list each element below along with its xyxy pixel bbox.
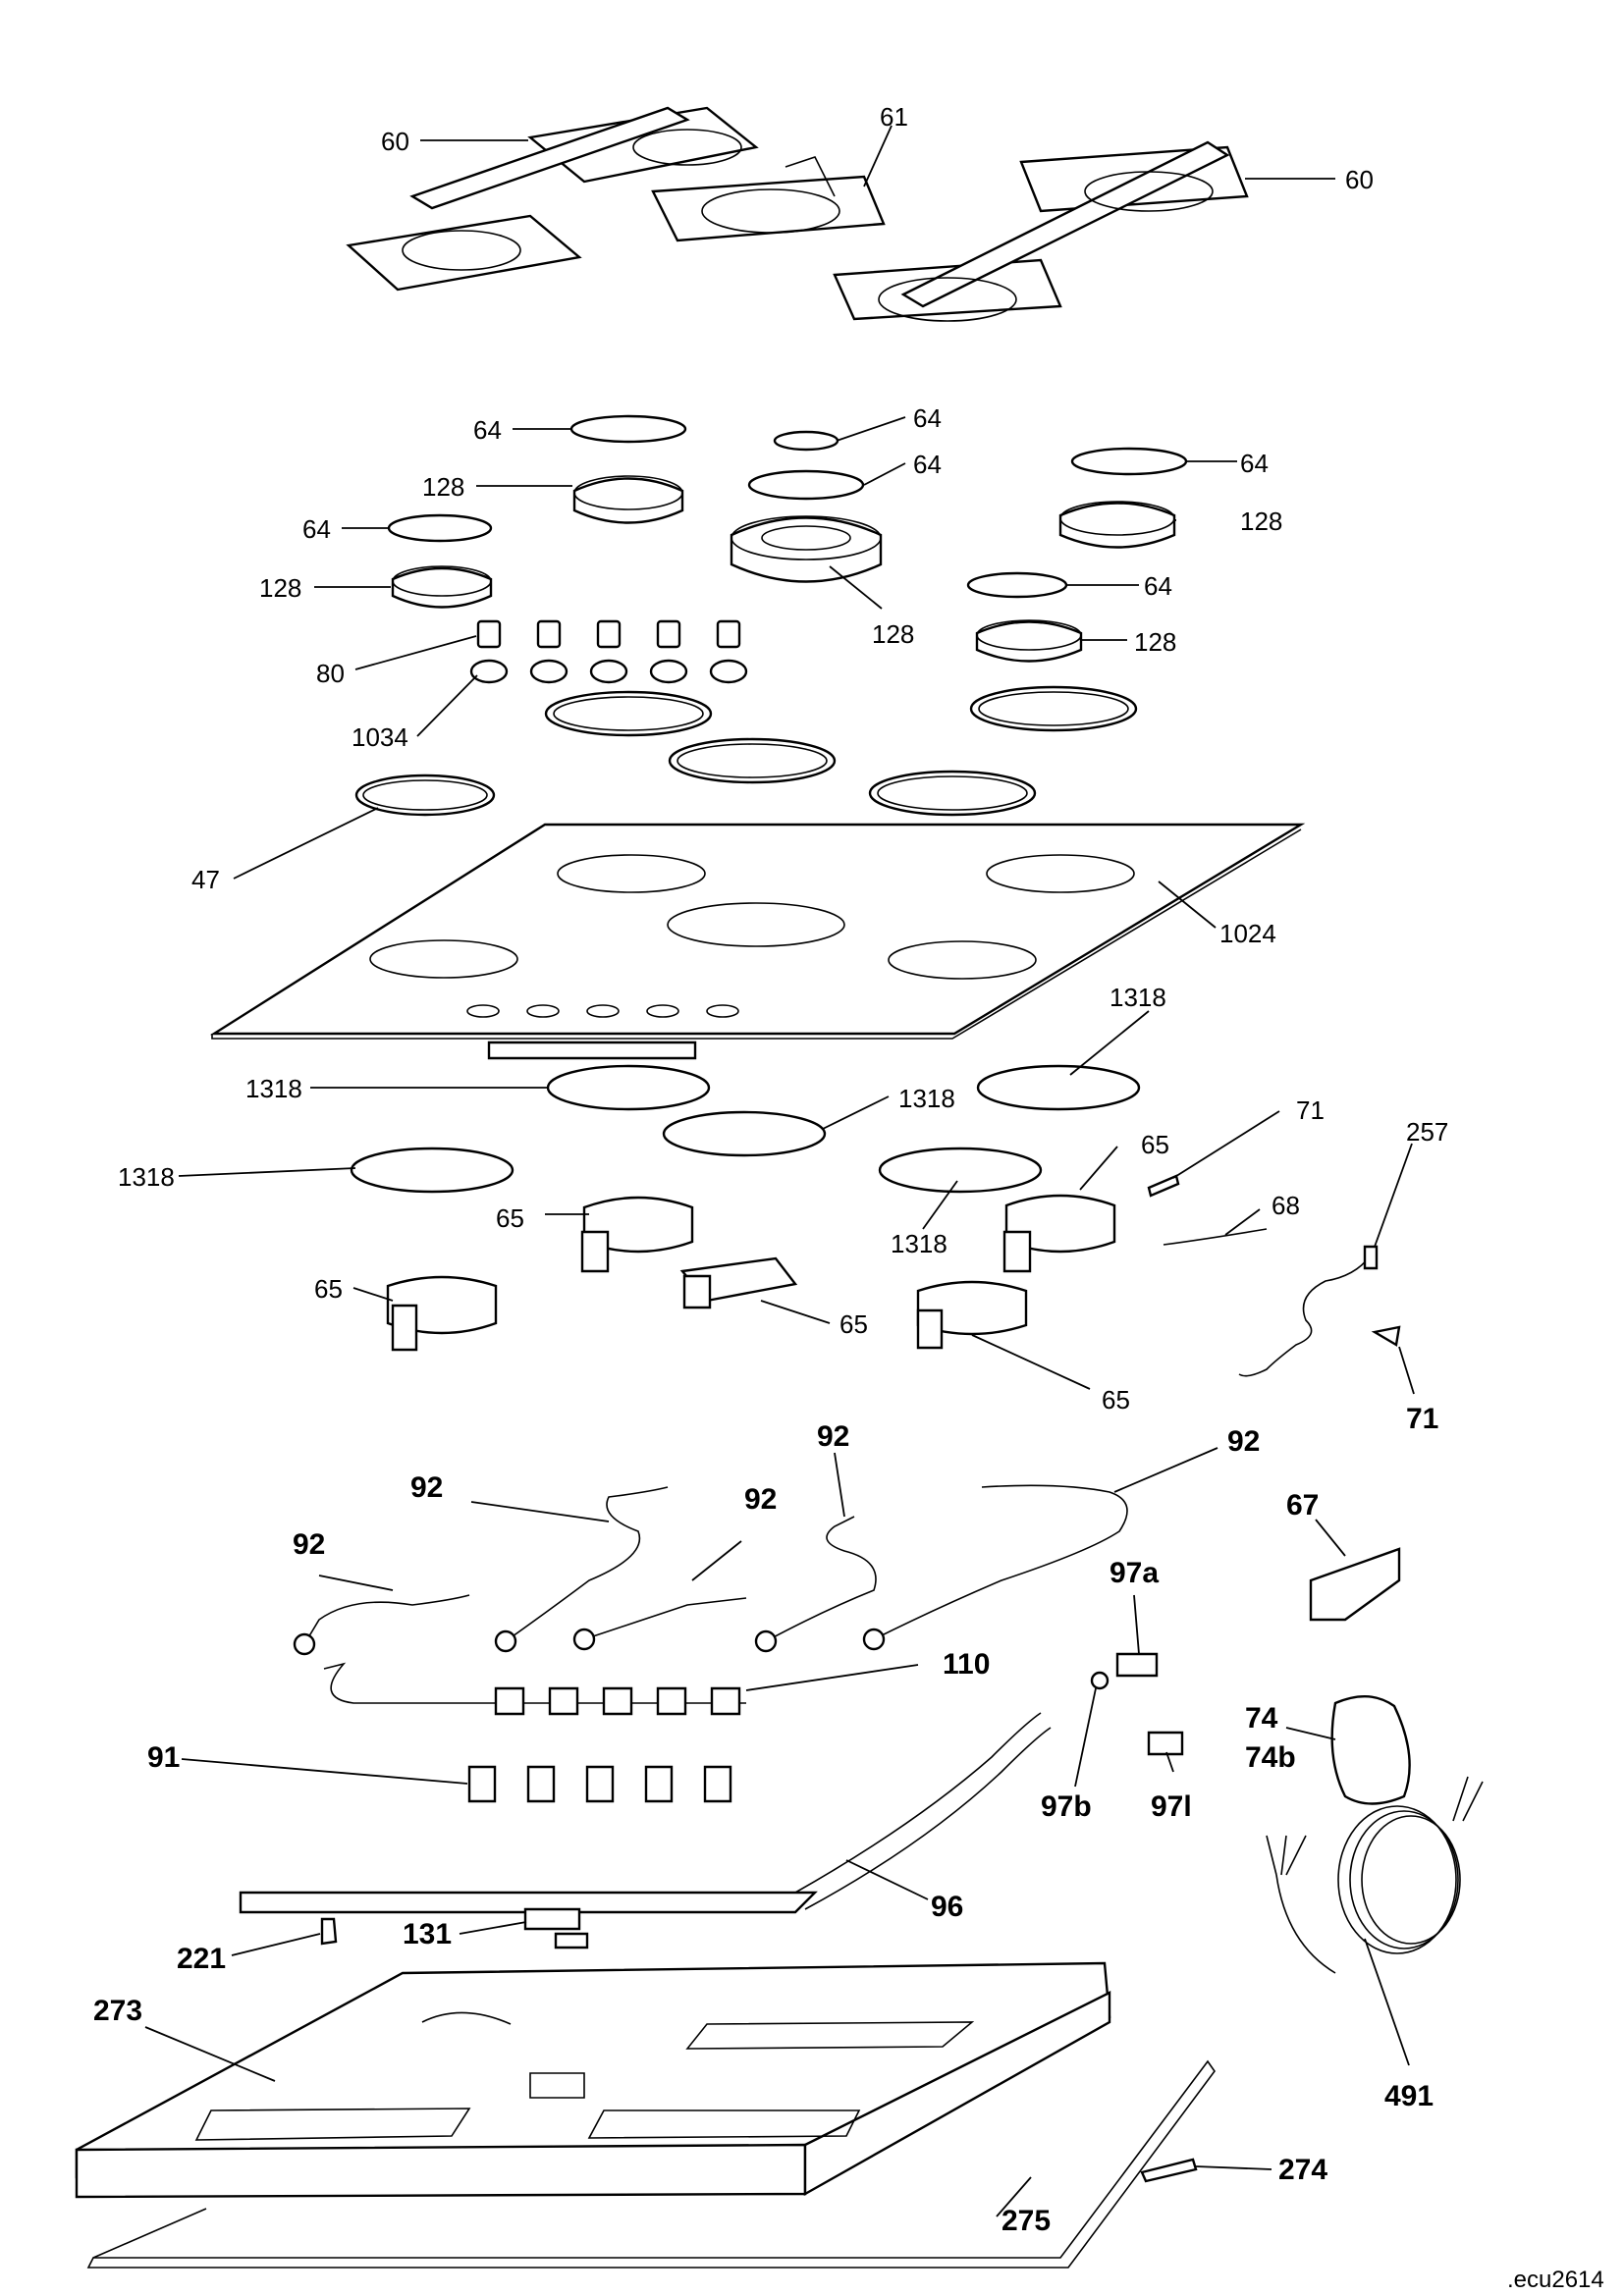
label-71-top: 71 [1296, 1095, 1325, 1125]
label-128-a: 128 [422, 472, 464, 502]
label-274: 274 [1278, 2154, 1327, 2186]
label-275: 275 [1001, 2205, 1051, 2237]
label-1318-d: 1318 [118, 1162, 175, 1192]
label-1318-a: 1318 [1110, 983, 1166, 1012]
label-64-e: 64 [302, 514, 331, 544]
label-65-d: 65 [839, 1309, 868, 1339]
fixing-kit-bag [1332, 1696, 1410, 1803]
label-64-a: 64 [473, 415, 502, 445]
label-92-d: 92 [744, 1483, 777, 1516]
label-65-a: 65 [1141, 1130, 1169, 1159]
base-tray [77, 1963, 1110, 2197]
knob-bezel-row [471, 661, 746, 682]
label-221: 221 [177, 1943, 226, 1975]
label-92-a: 92 [817, 1420, 849, 1453]
label-1318-b: 1318 [245, 1074, 302, 1103]
main-gas-pipe [241, 1713, 1051, 1912]
label-257: 257 [1406, 1117, 1448, 1147]
label-64-b: 64 [913, 403, 942, 433]
label-1024: 1024 [1219, 919, 1276, 948]
label-97b: 97b [1041, 1790, 1092, 1823]
hob-glass-top [212, 825, 1301, 1058]
knob-row [478, 621, 739, 647]
brackets [322, 1909, 587, 1948]
label-47: 47 [191, 865, 220, 894]
gas-inlet-fittings [1092, 1654, 1182, 1754]
label-1318-e: 1318 [891, 1229, 947, 1258]
label-491: 491 [1384, 2080, 1434, 2112]
label-65-c: 65 [314, 1274, 343, 1304]
leader-lines [145, 126, 1414, 2216]
ignition-parts [1149, 1176, 1399, 1376]
gas-valve-row [324, 1664, 746, 1801]
pan-support-right [835, 142, 1247, 321]
label-65-e: 65 [1102, 1385, 1130, 1415]
label-65-b: 65 [496, 1203, 524, 1233]
label-97l: 97l [1151, 1790, 1192, 1823]
burner-head-group [393, 476, 1174, 662]
label-74: 74 [1245, 1702, 1278, 1735]
label-97a: 97a [1110, 1557, 1159, 1589]
hob-seal [88, 2056, 1215, 2272]
label-80: 80 [316, 659, 345, 688]
label-92-e: 92 [293, 1528, 325, 1561]
label-110: 110 [943, 1648, 990, 1681]
pan-support-left [349, 108, 756, 290]
label-60-left: 60 [381, 127, 409, 156]
burner-body-group [388, 1196, 1114, 1350]
burner-base-plate-group [352, 1066, 1139, 1192]
gas-pipes-group [295, 1485, 1127, 1654]
spark-generator [1311, 1549, 1399, 1620]
corner-bracket [1142, 2160, 1196, 2181]
label-71-bottom: 71 [1406, 1403, 1438, 1435]
label-92-b: 92 [1227, 1425, 1260, 1458]
label-91: 91 [147, 1741, 180, 1774]
label-68: 68 [1272, 1191, 1300, 1220]
label-60-right: 60 [1345, 165, 1374, 194]
label-1034: 1034 [352, 722, 408, 752]
label-67: 67 [1286, 1489, 1319, 1522]
label-64-c: 64 [913, 450, 942, 479]
label-92-c: 92 [410, 1471, 443, 1504]
power-cable [1267, 1777, 1483, 1973]
diagram-reference: .ecu2614 [1507, 2267, 1604, 2293]
label-74b: 74b [1245, 1741, 1296, 1774]
label-273: 273 [93, 1995, 142, 2027]
label-128-e: 128 [1134, 627, 1176, 657]
label-128-d: 128 [872, 619, 914, 649]
label-1318-c: 1318 [898, 1084, 955, 1113]
burner-cap-group [389, 416, 1186, 597]
label-64-f: 64 [1144, 571, 1172, 601]
label-128-c: 128 [259, 573, 301, 603]
label-96: 96 [931, 1891, 963, 1923]
part-labels: 60 61 60 64 64 64 64 64 64 128 128 128 1… [93, 102, 1604, 2293]
label-64-d: 64 [1240, 449, 1269, 478]
pan-support-middle [653, 157, 884, 240]
label-61: 61 [880, 102, 908, 132]
trim-ring-group [356, 687, 1136, 815]
label-128-b: 128 [1240, 507, 1282, 536]
label-131: 131 [403, 1918, 452, 1950]
